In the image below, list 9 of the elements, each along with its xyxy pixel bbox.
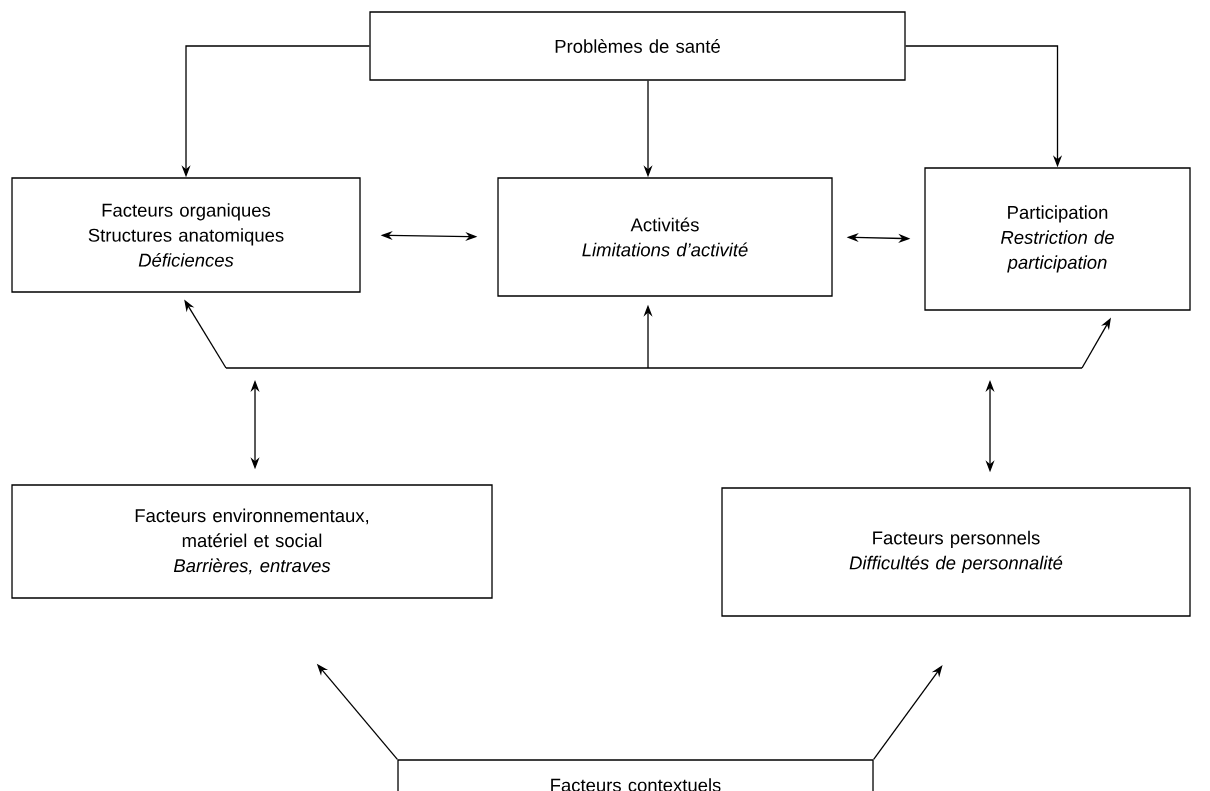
text-box: Facteurs personnels Difficultés de personnalité <box>721 487 1191 617</box>
text-box: Facteurs organiques Structures anatomiques Déficiences <box>11 177 361 293</box>
text-box: Participation Restriction de participation <box>924 167 1191 311</box>
text-box: Facteurs contextuels <box>397 759 874 791</box>
text-box: Facteurs environnementaux, matériel et social Barrières, entraves <box>11 484 493 599</box>
arrow <box>873 665 943 760</box>
text-box: Problèmes de santé <box>369 11 906 81</box>
text-box: Activités Limitations d’activité <box>497 177 833 297</box>
connector-line <box>225 367 1083 369</box>
